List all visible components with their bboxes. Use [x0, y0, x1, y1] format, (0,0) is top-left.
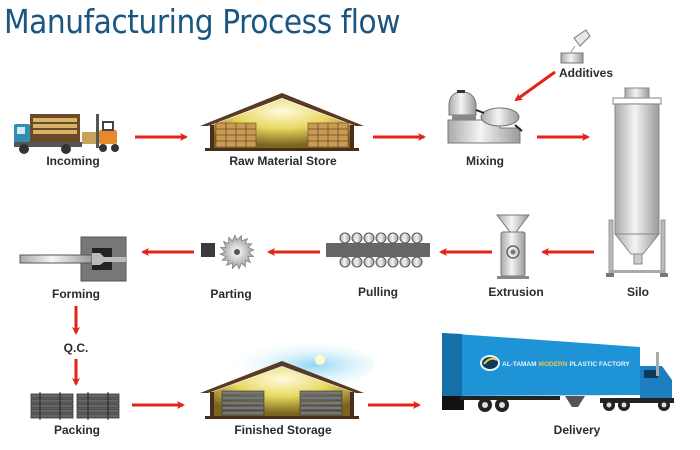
bottle-pour-icon: [560, 29, 591, 64]
silo-icon: [606, 87, 668, 277]
step-label-silo: Silo: [626, 285, 650, 299]
semi-truck-icon: [442, 333, 674, 412]
step-label-finished-storage: Finished Storage: [234, 423, 332, 437]
extruder-icon: [495, 214, 531, 279]
mixer-machine-icon: [447, 90, 523, 144]
arrow-additives-to-mixing: [514, 70, 556, 102]
step-label-incoming: Incoming: [46, 154, 100, 168]
step-label-delivery: Delivery: [553, 423, 601, 437]
warehouse-icon: [200, 93, 364, 151]
roller-puller-icon: [326, 232, 430, 268]
pipe-bundle-icon: [30, 392, 120, 420]
step-label-packing: Packing: [53, 423, 101, 437]
step-label-pulling: Pulling: [358, 285, 398, 299]
page-title: Manufacturing Process flow: [4, 2, 401, 41]
step-label-raw-material-store: Raw Material Store: [229, 154, 337, 168]
truck-forklift-icon: [14, 114, 119, 154]
saw-blade-icon: [201, 234, 255, 270]
forming-die-icon: [19, 236, 127, 282]
step-label-additives: Additives: [558, 66, 614, 80]
warehouse-icon: [200, 343, 375, 419]
step-label-forming: Forming: [52, 287, 100, 301]
step-label-mixing: Mixing: [466, 154, 504, 168]
step-label-qc: Q.C.: [63, 341, 89, 355]
step-label-parting: Parting: [210, 287, 252, 301]
step-label-extrusion: Extrusion: [488, 285, 544, 299]
